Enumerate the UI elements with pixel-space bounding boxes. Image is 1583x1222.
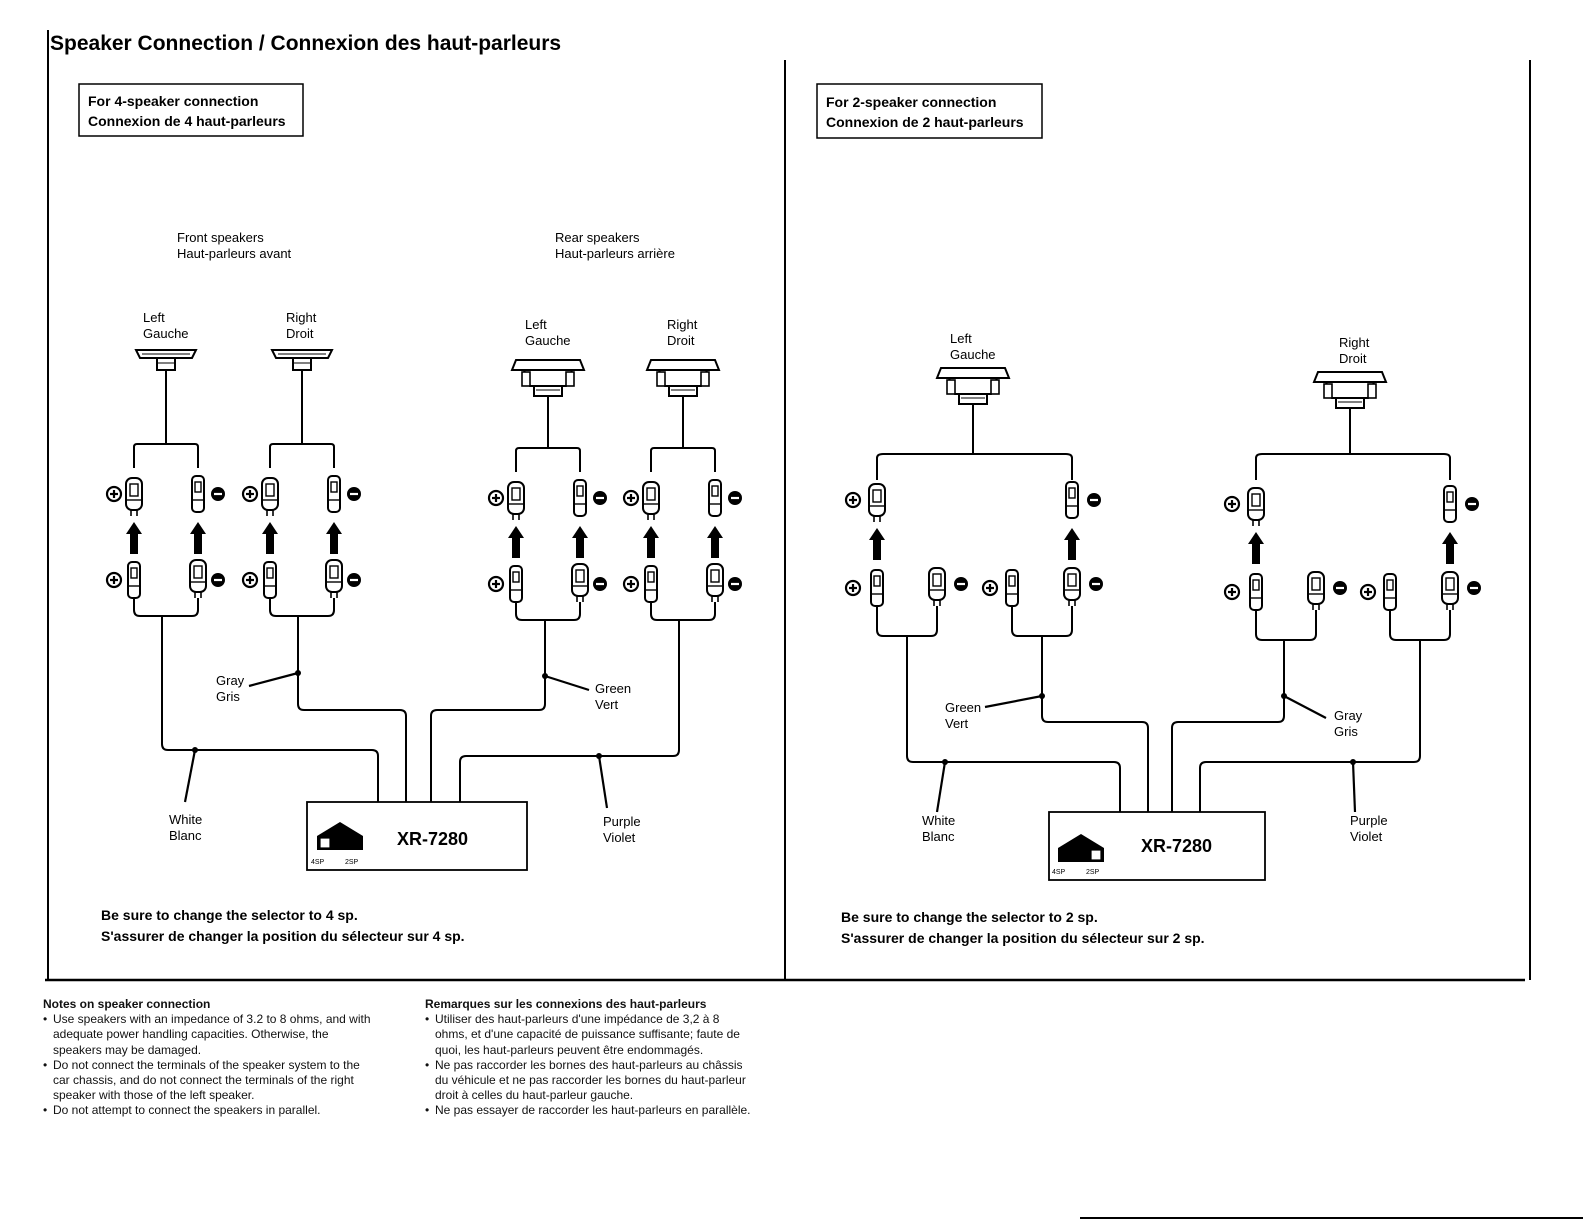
head-unit-2sp: XR-7280 4SP 2SP: [1048, 811, 1266, 881]
gray-wire-label-2sp: Gray: [1334, 708, 1363, 723]
wire-harness-4sp: [161, 616, 680, 802]
right-speaker-top-connectors: [1223, 485, 1481, 564]
note-item: Use speakers with an impedance of 3.2 to…: [43, 1012, 378, 1058]
purple-wire-label: Purple: [603, 814, 641, 829]
front-right-label-fr: Droit: [286, 326, 314, 341]
4-speaker-box-line2: Connexion de 4 haut-parleurs: [88, 113, 286, 129]
wire-harness-2sp: [876, 606, 1451, 812]
note-item-fr: Utiliser des haut-parleurs d'une impédan…: [425, 1012, 755, 1058]
rear-left-connector-group: [489, 448, 607, 620]
rear-right-label-fr: Droit: [667, 333, 695, 348]
white-wire-label-2sp: White: [922, 813, 955, 828]
switch-4sp-label: 4SP: [311, 859, 325, 866]
rear-right-speaker-icon: [646, 359, 720, 397]
rear-right-label: Right: [667, 317, 698, 332]
rear-speakers-label: Rear speakers: [555, 230, 640, 245]
notes-list: Use speakers with an impedance of 3.2 to…: [43, 1012, 378, 1119]
front-right-speaker-icon: [271, 349, 333, 371]
note-item-fr: Ne pas essayer de raccorder les haut-par…: [425, 1103, 755, 1118]
notes-list-fr: Utiliser des haut-parleurs d'une impédan…: [425, 1012, 755, 1119]
switch-2sp-label: 2SP: [345, 859, 359, 866]
2-speaker-box-line1: For 2-speaker connection: [826, 94, 996, 110]
switch-2sp-label-2sp: 2SP: [1086, 869, 1100, 876]
selector-note-4sp: Be sure to change the selector to 4 sp.: [101, 907, 358, 923]
note-item: Do not connect the terminals of the spea…: [43, 1058, 378, 1104]
right-speaker-label-fr: Droit: [1339, 351, 1367, 366]
left-speaker-label-fr: Gauche: [950, 347, 996, 362]
front-speakers-label: Front speakers: [177, 230, 264, 245]
front-left-label-fr: Gauche: [143, 326, 189, 341]
right-speaker-icon: [1313, 371, 1387, 409]
rear-right-connector-group: [624, 448, 742, 620]
notes-french: Remarques sur les connexions des haut-pa…: [425, 997, 755, 1119]
diagram-frame: [45, 30, 1531, 982]
front-right-connector-group: [243, 444, 361, 616]
note-item-fr: Ne pas raccorder les bornes des haut-par…: [425, 1058, 755, 1104]
rear-left-label: Left: [525, 317, 547, 332]
purple-wire-label-2sp: Purple: [1350, 813, 1388, 828]
purple-wire-label-2sp-fr: Violet: [1350, 829, 1383, 844]
4-speaker-title-box: [78, 83, 304, 137]
gray-wire-label: Gray: [216, 673, 245, 688]
bottom-connector-row: [844, 567, 1483, 611]
gray-wire-label-2sp-fr: Gris: [1334, 724, 1358, 739]
notes-english: Notes on speaker connection Use speakers…: [43, 997, 378, 1119]
2-speaker-title-box: [816, 83, 1043, 139]
unit-model-label-2sp: XR-7280: [1141, 836, 1212, 856]
gray-wire-label-fr: Gris: [216, 689, 240, 704]
rear-left-speaker-icon: [511, 359, 585, 397]
right-panel-2-speaker: For 2-speaker connection Connexion de 2 …: [816, 83, 1483, 946]
head-unit-4sp: XR-7280 4SP 2SP: [306, 801, 528, 871]
selector-note-4sp-fr: S'assurer de changer la position du séle…: [101, 928, 465, 944]
left-panel-4-speaker: For 4-speaker connection Connexion de 4 …: [78, 83, 742, 944]
green-wire-label-2sp: Green: [945, 700, 981, 715]
rear-left-label-fr: Gauche: [525, 333, 571, 348]
notes-heading-fr: Remarques sur les connexions des haut-pa…: [425, 997, 707, 1011]
selector-switch-2sp-icon: [1058, 834, 1104, 862]
unit-model-label: XR-7280: [397, 829, 468, 849]
green-wire-label: Green: [595, 681, 631, 696]
left-speaker-icon: [936, 367, 1010, 405]
notes-heading: Notes on speaker connection: [43, 997, 211, 1011]
note-item: Do not attempt to connect the speakers i…: [43, 1103, 378, 1118]
selector-switch-4sp-icon: [317, 822, 363, 850]
front-speakers-label-fr: Haut-parleurs avant: [177, 246, 292, 261]
left-speaker-top-connectors: [844, 481, 1103, 560]
right-speaker-label: Right: [1339, 335, 1370, 350]
4-speaker-box-line1: For 4-speaker connection: [88, 93, 258, 109]
white-wire-label-fr: Blanc: [169, 828, 202, 843]
green-wire-label-fr: Vert: [595, 697, 619, 712]
front-left-label: Left: [143, 310, 165, 325]
front-left-speaker-icon: [135, 349, 197, 371]
front-right-label: Right: [286, 310, 317, 325]
2-speaker-box-line2: Connexion de 2 haut-parleurs: [826, 114, 1024, 130]
green-wire-label-2sp-fr: Vert: [945, 716, 969, 731]
selector-note-2sp-fr: S'assurer de changer la position du séle…: [841, 930, 1205, 946]
left-speaker-label: Left: [950, 331, 972, 346]
front-left-connector-group: [107, 444, 225, 616]
selector-note-2sp: Be sure to change the selector to 2 sp.: [841, 909, 1098, 925]
page-title: Speaker Connection / Connexion des haut-…: [50, 32, 561, 55]
white-wire-label: White: [169, 812, 202, 827]
rear-speakers-label-fr: Haut-parleurs arrière: [555, 246, 675, 261]
purple-wire-label-fr: Violet: [603, 830, 636, 845]
white-wire-label-2sp-fr: Blanc: [922, 829, 955, 844]
switch-4sp-label-2sp: 4SP: [1052, 869, 1066, 876]
